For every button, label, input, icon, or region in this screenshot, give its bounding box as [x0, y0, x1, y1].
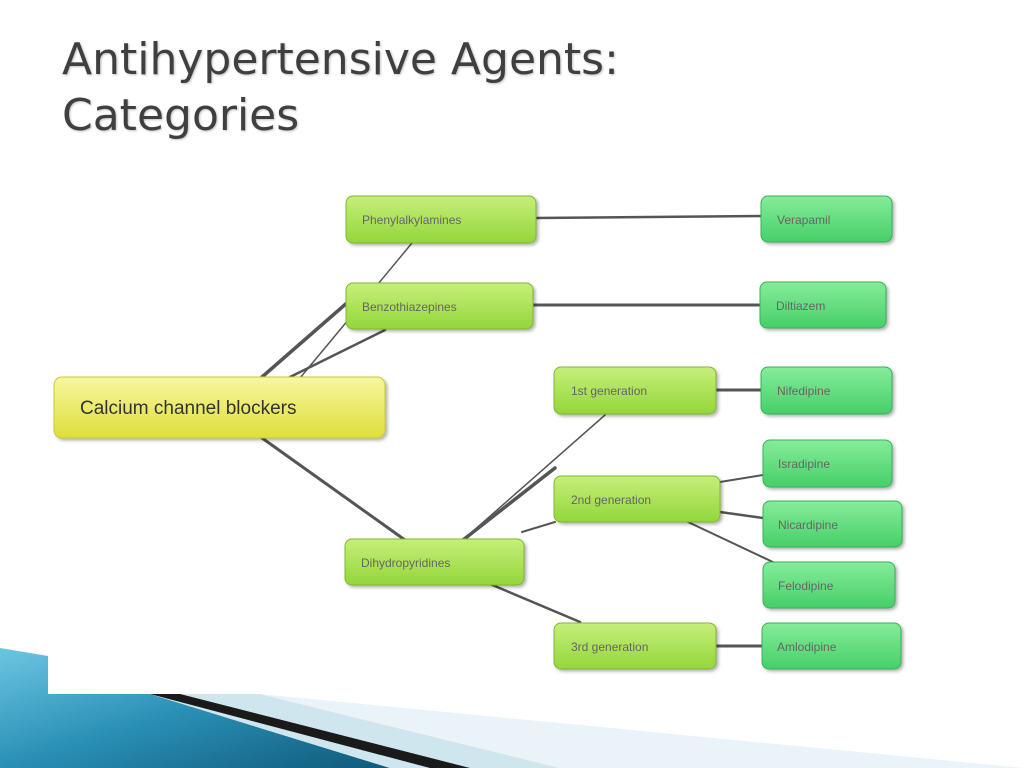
node-label-isradipine: Isradipine	[778, 457, 830, 471]
node-label-verapamil: Verapamil	[777, 213, 830, 227]
node-label-root: Calcium channel blockers	[80, 398, 297, 419]
node-diltiazem: Diltiazem	[759, 281, 887, 329]
slide-title-line-2: Categories	[62, 90, 300, 141]
connector-root-benzothiazepines-b	[288, 328, 387, 379]
node-label-phenylalkylamines: Phenylalkylamines	[362, 213, 461, 227]
node-label-benzothiazepines: Benzothiazepines	[362, 300, 457, 314]
connector-root-dihydropyridines	[260, 436, 407, 542]
connector-dhp-2nd-gen-a	[461, 466, 557, 542]
slide-title: Antihypertensive Agents: Categories	[62, 32, 962, 144]
node-label-dihydropyridines: Dihydropyridines	[361, 556, 450, 570]
node-label-amlodipine: Amlodipine	[777, 640, 837, 654]
node-1st-generation: 1st generation	[553, 366, 717, 415]
connector-phenyl-verapamil	[534, 214, 763, 220]
node-felodipine: Felodipine	[762, 561, 896, 609]
node-label-3rd-generation: 3rd generation	[571, 640, 648, 654]
connector-root-benzothiazepines-a	[260, 300, 350, 379]
node-phenylalkylamines: Phenylalkylamines	[345, 195, 537, 244]
node-nifedipine: Nifedipine	[760, 366, 893, 415]
node-benzothiazepines: Benzothiazepines	[345, 282, 534, 330]
node-calcium-channel-blockers: Calcium channel blockers	[53, 376, 386, 439]
node-label-nicardipine: Nicardipine	[778, 518, 838, 532]
connector-2nd-gen-nicardipine	[718, 510, 765, 520]
node-verapamil: Verapamil	[760, 195, 893, 243]
node-3rd-generation: 3rd generation	[553, 622, 717, 670]
node-isradipine: Isradipine	[762, 439, 893, 488]
connectors	[260, 214, 776, 648]
node-label-2nd-generation: 2nd generation	[571, 493, 651, 507]
node-amlodipine: Amlodipine	[761, 622, 902, 670]
connector-2nd-gen-isradipine	[719, 474, 764, 483]
node-label-1st-generation: 1st generation	[571, 384, 647, 398]
node-label-felodipine: Felodipine	[778, 579, 834, 593]
node-nicardipine: Nicardipine	[762, 500, 903, 548]
node-dihydropyridines: Dihydropyridines	[344, 538, 525, 586]
connector-dhp-2nd-gen-b	[521, 521, 556, 533]
decorative-swoosh	[0, 648, 1024, 768]
node-label-nifedipine: Nifedipine	[777, 384, 831, 398]
node-label-diltiazem: Diltiazem	[776, 299, 825, 313]
connector-dhp-3rd-gen	[488, 582, 582, 624]
node-2nd-generation: 2nd generation	[553, 475, 721, 523]
slide-title-line-1: Antihypertensive Agents:	[62, 34, 619, 85]
connector-dhp-1st-gen	[462, 414, 606, 541]
connector-2nd-gen-felodipine	[687, 521, 776, 564]
